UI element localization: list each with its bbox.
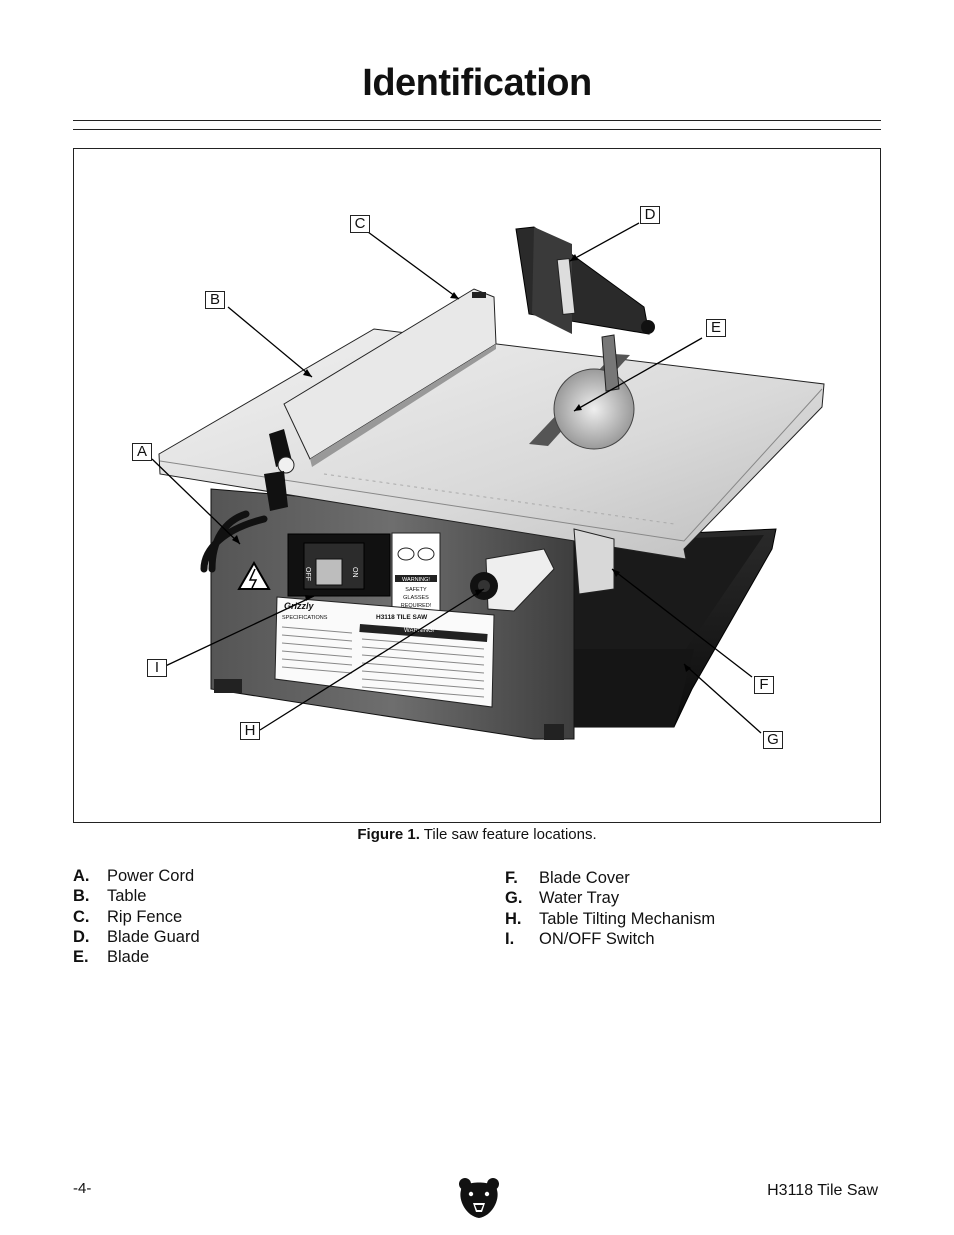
part-letter: C. — [73, 907, 90, 926]
figure-caption-text: Tile saw feature locations. — [423, 826, 597, 843]
part-name: Water Tray — [539, 889, 620, 908]
callout-f: F — [754, 676, 774, 694]
list-item: I. ON/OFF Switch — [505, 929, 715, 949]
switch-on-label: ON — [351, 567, 358, 578]
title-rule-top — [73, 120, 881, 121]
callout-a: A — [132, 443, 152, 461]
footer-model: H3118 Tile Saw — [767, 1182, 878, 1199]
page-number: -4- — [73, 1180, 92, 1197]
brand-text: Grizzly — [284, 601, 315, 611]
page-title: Identification — [362, 62, 592, 104]
list-item: C. Rip Fence — [73, 907, 200, 927]
title-rule-bottom — [73, 129, 881, 130]
power-cord — [200, 510, 268, 573]
blade-cover — [573, 528, 615, 595]
glasses-line-3: REQUIRED! — [401, 603, 432, 609]
part-name: Rip Fence — [107, 907, 183, 926]
part-letter: F. — [505, 869, 518, 887]
list-item: B. Table — [73, 886, 200, 906]
list-item: H. Table Tilting Mechanism — [505, 909, 715, 929]
safety-glasses-label: WARNING! SAFETY GLASSES REQUIRED! — [391, 532, 441, 614]
callout-arrowheads — [232, 254, 691, 672]
callout-c: C — [350, 215, 370, 233]
part-letter: B. — [73, 887, 90, 906]
glasses-line-1: SAFETY — [405, 587, 427, 593]
part-letter: E. — [73, 948, 89, 967]
glasses-line-2: GLASSES — [403, 595, 429, 601]
part-letter: H. — [505, 909, 522, 928]
tile-saw-illustration: OFF ON WARNING! SAFETY GLASSES REQUIRED!… — [151, 222, 825, 740]
list-item: A. Power Cord — [73, 866, 200, 886]
label-warning-text: WARNING! — [404, 628, 435, 634]
list-item: F. Blade Cover — [505, 868, 715, 888]
model-label-text: H3118 TILE SAW — [376, 614, 428, 621]
parts-list-right: F. Blade Cover G. Water Tray H. Table Tilti… — [505, 868, 715, 949]
glasses-warning-text: WARNING! — [402, 577, 430, 583]
grizzly-bear-head-icon — [459, 1178, 499, 1218]
rip-fence — [264, 288, 497, 511]
callout-i: I — [147, 659, 167, 677]
figure-caption: Figure 1. Tile saw feature locations. — [0, 826, 954, 843]
callout-e: E — [706, 319, 726, 337]
callout-b: B — [205, 291, 225, 309]
list-item: G. Water Tray — [505, 888, 715, 908]
callout-g: G — [763, 731, 783, 749]
list-item: D. Blade Guard — [73, 927, 200, 947]
switch-panel: OFF ON — [287, 533, 391, 597]
list-item: E. Blade — [73, 947, 200, 967]
part-name: Table — [107, 887, 147, 906]
electrical-hazard-icon — [237, 560, 271, 590]
part-name: Table Tilting Mechanism — [539, 909, 716, 928]
part-letter: I. — [505, 929, 515, 948]
part-letter: A. — [73, 867, 90, 885]
switch-off-label: OFF — [304, 567, 311, 581]
part-name: Blade Cover — [539, 869, 630, 887]
part-name: ON/OFF Switch — [539, 929, 655, 948]
saw-blade — [553, 368, 635, 450]
part-letter: G. — [505, 889, 523, 908]
part-name: Blade Guard — [107, 927, 200, 946]
blade-guard — [515, 226, 655, 392]
callout-d: D — [640, 206, 660, 224]
figure-frame: OFF ON WARNING! SAFETY GLASSES REQUIRED!… — [73, 148, 881, 823]
figure-caption-label: Figure 1. — [357, 826, 420, 843]
callout-h: H — [240, 722, 260, 740]
parts-list-left: A. Power Cord B. Table C. Rip Fence D. Blade… — [73, 866, 200, 967]
spec-heading-text: SPECIFICATIONS — [282, 615, 328, 621]
part-name: Power Cord — [107, 867, 195, 885]
part-name: Blade — [107, 948, 150, 967]
part-letter: D. — [73, 927, 90, 946]
callout-leader-lines — [151, 222, 762, 734]
